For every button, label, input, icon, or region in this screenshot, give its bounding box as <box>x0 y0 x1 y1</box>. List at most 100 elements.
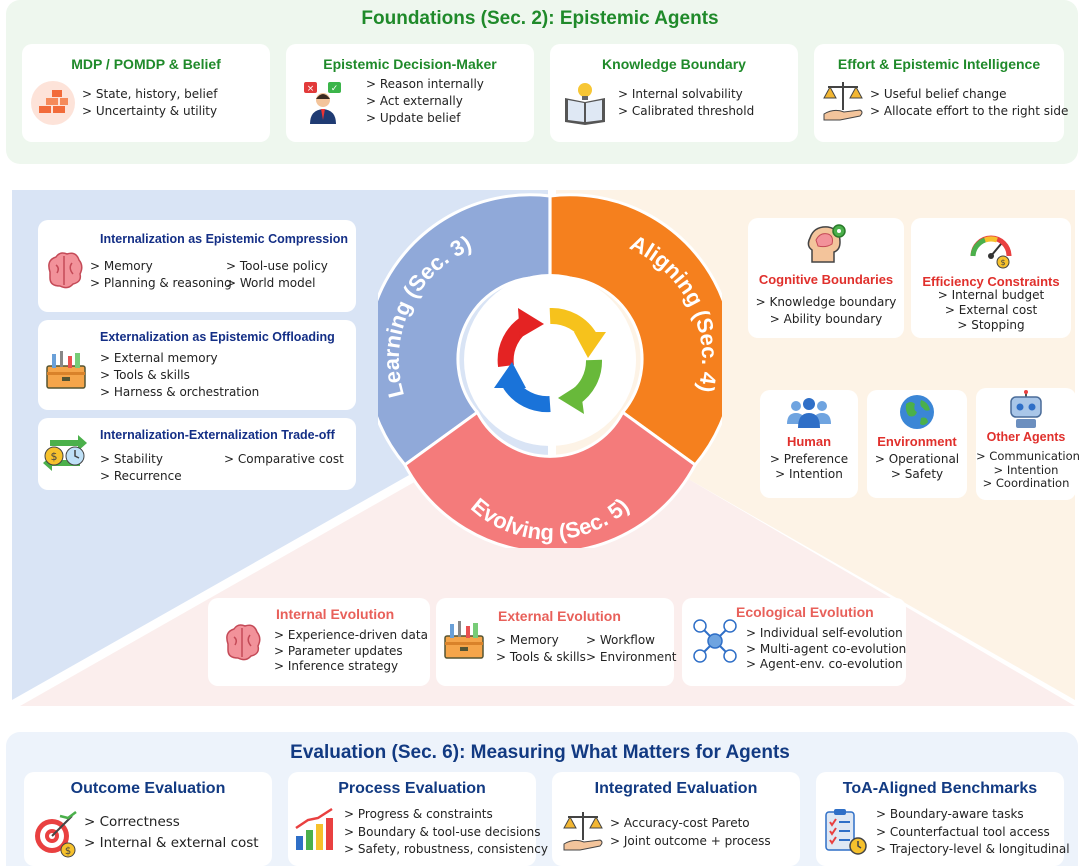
bullet: Update belief <box>366 110 484 127</box>
wheel-center <box>464 274 636 446</box>
bullet: Planning & reasoning <box>90 275 232 292</box>
bullet: Correctness <box>84 812 259 833</box>
card-bullets: Boundary-aware tasks Counterfactual tool… <box>876 806 1070 859</box>
card-bullets-col2: Comparative cost <box>224 451 344 468</box>
bullet: Accuracy-cost Pareto <box>610 814 771 832</box>
checklist-icon <box>825 809 867 855</box>
bullet: Joint outcome + process <box>610 832 771 850</box>
card-title: Integrated Evaluation <box>594 780 758 797</box>
bullet: Uncertainty & utility <box>82 103 217 120</box>
card-bullets: Communication Intention Coordination <box>976 449 1080 491</box>
people-icon <box>787 398 831 428</box>
aligning-card-other-agents: Other Agents Communication Intention Coo… <box>976 388 1080 500</box>
bullet: Communication <box>976 449 1080 464</box>
bullet: Memory <box>90 258 232 275</box>
bullet: External memory <box>100 350 259 367</box>
bullet: Boundary-aware tasks <box>876 806 1070 824</box>
evaluation-card-integrated: Integrated Evaluation Accuracy-cost Pare… <box>552 772 800 866</box>
card-bullets: Accuracy-cost Pareto Joint outcome + pro… <box>610 814 771 850</box>
evaluation-card-outcome: Outcome Evaluation $ Correctness Interna… <box>24 772 272 866</box>
card-title: Effort & Epistemic Intelligence <box>837 56 1041 72</box>
bullet: Act externally <box>366 93 484 110</box>
evolving-card-ecological: Ecological Evolution Individual self-evo… <box>682 598 906 686</box>
aligning-card-cognitive: Cognitive Boundaries Knowledge boundary … <box>748 218 904 338</box>
bullet: Reason internally <box>366 76 484 93</box>
card-title: Epistemic Decision-Maker <box>323 56 497 72</box>
bullet: Inference strategy <box>274 659 428 675</box>
card-title: Internal Evolution <box>276 606 395 622</box>
cycle-wheel: Learning (Sec. 3) Aligning (Sec. 4) Evol… <box>378 193 722 548</box>
foundation-card-decision-maker: Epistemic Decision-Maker × ✓ Reason inte… <box>286 44 534 142</box>
card-bullets: State, history, belief Uncertainty & uti… <box>82 86 218 120</box>
robot-icon <box>1010 390 1042 428</box>
card-bullets: Correctness Internal & external cost <box>84 812 259 854</box>
svg-text:$: $ <box>51 450 58 463</box>
bullet: Intention <box>976 463 1076 478</box>
card-bullets-col1: Memory Planning & reasoning <box>90 258 232 292</box>
card-bullets: Useful belief change Allocate effort to … <box>870 86 1068 120</box>
brain-icon <box>48 252 83 289</box>
card-title: Knowledge Boundary <box>602 56 746 72</box>
card-title: Process Evaluation <box>338 780 486 797</box>
card-title: Externalization as Epistemic Offloading <box>100 330 335 344</box>
network-icon <box>693 619 737 663</box>
bullet: Experience-driven data <box>274 628 428 644</box>
bullet: Stability <box>100 451 182 468</box>
bullet: Parameter updates <box>274 644 428 660</box>
globe-icon <box>900 395 934 429</box>
foundation-card-effort: Effort & Epistemic Intelligence Useful b… <box>814 44 1068 142</box>
card-bullets: Preference Intention <box>760 452 858 482</box>
card-title: Human <box>786 434 832 449</box>
toolbox-icon <box>46 351 86 389</box>
aligning-card-human: Human Preference Intention <box>760 390 858 498</box>
evaluation-card-benchmarks: ToA-Aligned Benchmarks Boundary-aware ta… <box>816 772 1070 866</box>
card-bullets-col2: Workflow Environment <box>586 632 677 666</box>
card-bullets-col1: Individual self-evolution Multi-agent co… <box>746 626 906 673</box>
foundations-title: Foundations (Sec. 2): Epistemic Agents <box>361 8 719 29</box>
card-title: ToA-Aligned Benchmarks <box>842 780 1038 797</box>
card-bullets: Internal solvability Calibrated threshol… <box>618 86 754 120</box>
bullet: Workflow <box>586 632 677 649</box>
book-bulb-icon <box>565 83 605 125</box>
bullet: Safety <box>867 467 967 482</box>
bullet: Agent-env. co-evolution <box>746 657 906 673</box>
bullet: Tools & skills <box>100 367 259 384</box>
card-bullets-col2: Tool-use policy World model <box>226 258 328 292</box>
aligning-segment <box>548 193 722 467</box>
learning-card-tradeoff: Internalization-Externalization Trade-of… <box>38 418 356 490</box>
cycle-arrows-icon <box>494 307 606 414</box>
brain-icon <box>226 624 261 661</box>
bullet: Knowledge boundary <box>748 294 904 311</box>
card-bullets-col1: Stability Recurrence <box>100 451 182 485</box>
svg-text:✓: ✓ <box>331 84 339 94</box>
head-gear-icon <box>807 224 846 263</box>
gauge-icon: $ <box>970 235 1012 269</box>
bullet: Tools & skills <box>496 649 586 666</box>
svg-text:$: $ <box>1000 258 1005 267</box>
card-title: MDP / POMDP & Belief <box>71 56 221 72</box>
bullet: Internal budget <box>911 288 1071 303</box>
bullet: Progress & constraints <box>344 806 548 824</box>
evolving-segment <box>402 410 698 548</box>
bullet: External cost <box>911 303 1071 318</box>
foundation-card-mdp: MDP / POMDP & Belief State, history, bel… <box>22 44 270 142</box>
svg-text:×: × <box>307 84 315 94</box>
card-bullets-col1: External memory Tools & skills Harness &… <box>100 350 259 401</box>
card-bullets: Reason internally Act externally Update … <box>366 76 484 127</box>
bullet: World model <box>226 275 328 292</box>
learning-card-internalization: Internalization as Epistemic Compression… <box>38 220 356 312</box>
evaluation-title: Evaluation (Sec. 6): Measuring What Matt… <box>290 742 790 763</box>
bullet: Useful belief change <box>870 86 1068 103</box>
card-title: Cognitive Boundaries <box>758 272 894 287</box>
scale-hand-icon <box>823 82 863 121</box>
bullet: Recurrence <box>100 468 182 485</box>
bullet: Environment <box>586 649 677 666</box>
aligning-card-efficiency: $ Efficiency Constraints Internal budget… <box>911 218 1071 338</box>
learning-segment <box>378 193 552 467</box>
bullet: Stopping <box>911 318 1071 333</box>
card-title: Ecological Evolution <box>736 604 874 620</box>
bullet: Ability boundary <box>748 311 904 328</box>
bullet: Trajectory-level & longitudinal <box>876 841 1070 859</box>
target-icon: $ <box>35 811 77 858</box>
bullet: Intention <box>760 467 858 482</box>
